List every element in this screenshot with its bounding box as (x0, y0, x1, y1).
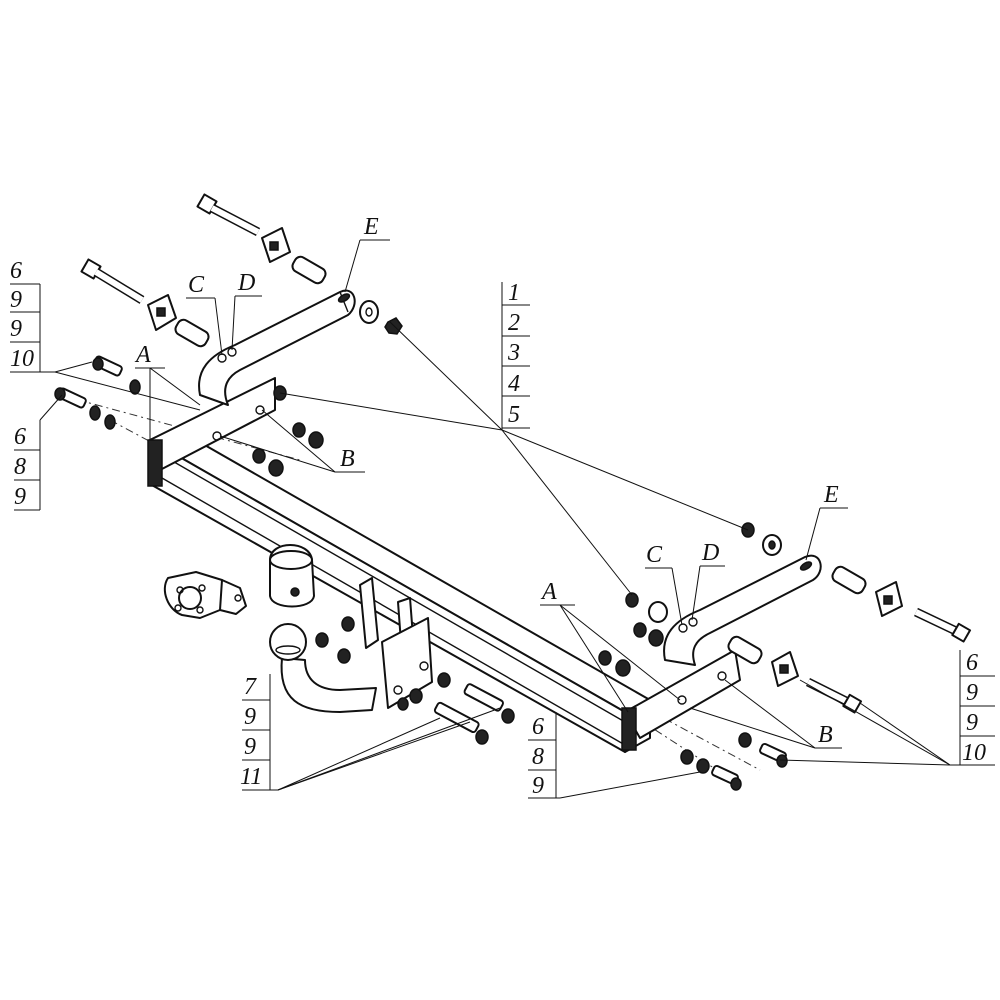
label-a-right: A (540, 579, 557, 605)
label-d-left: D (237, 270, 255, 296)
callout-right: 6 9 9 10 (959, 650, 995, 766)
label-b-right: B (818, 722, 833, 748)
callout-left-top-4: 10 (10, 346, 34, 372)
left-bolt-axis-line (59, 394, 301, 461)
callout-center: 1 2 3 4 5 (501, 280, 530, 430)
callout-bottom-center-3: 9 (532, 773, 544, 799)
ball-cap (269, 544, 315, 608)
label-c-right: C (646, 542, 663, 568)
right-long-bolt-upper (914, 607, 972, 643)
callout-center-3: 3 (507, 340, 520, 366)
callout-center-4: 4 (508, 371, 520, 397)
label-e-left: E (363, 214, 379, 240)
right-square-plate-lower (771, 651, 799, 687)
callout-bottom-center: 6 8 9 (528, 712, 557, 799)
right-small-bolt-bottom (680, 749, 742, 791)
callout-center-5: 5 (508, 402, 520, 428)
label-e-right: E (823, 482, 839, 508)
left-bracket-arm (198, 289, 356, 406)
callout-center-2: 2 (508, 310, 520, 336)
right-small-bolt-b (738, 732, 788, 768)
callout-ball-4: 11 (240, 764, 262, 790)
right-long-bolt-lower (805, 677, 863, 714)
label-d-right: D (701, 540, 719, 566)
right-spacer-tube-lower (727, 635, 763, 665)
letter-labels: A B C D E A B C D E (134, 214, 839, 748)
callout-bottom-center-1: 6 (532, 714, 544, 740)
callout-ball: 7 9 9 11 (240, 674, 278, 791)
left-long-bolt-upper (196, 193, 261, 236)
left-small-bolt-upper (92, 355, 141, 395)
label-c-left: C (188, 272, 205, 298)
left-end-plate (147, 377, 276, 487)
callout-right-2: 9 (966, 680, 978, 706)
tow-ball-neck (269, 623, 377, 713)
left-square-plate-lower (147, 294, 177, 331)
ball-bolt-upper (463, 683, 515, 724)
callout-left-bottom-2: 8 (14, 454, 26, 480)
left-long-bolt-lower (80, 258, 145, 304)
label-b-left: B (340, 446, 355, 472)
right-nuts-c (598, 592, 668, 677)
ball-mount-bracket (359, 577, 433, 709)
right-square-plate-upper (875, 581, 903, 617)
callout-left-bottom-3: 9 (14, 484, 26, 510)
left-square-plate-upper (261, 227, 291, 263)
left-spacer-tube-upper (291, 255, 327, 285)
callout-right-3: 9 (966, 710, 978, 736)
left-nuts-b (252, 385, 324, 477)
callout-left-top: 6 9 9 10 (10, 258, 41, 372)
leader-lines (10, 239, 995, 799)
ball-bolt-lower (433, 701, 489, 745)
right-end-plate (621, 649, 741, 751)
right-washer-nut-top (741, 522, 782, 556)
callout-right-4: 10 (962, 740, 986, 766)
callout-left-top-2: 9 (10, 287, 22, 313)
callout-left-top-3: 9 (10, 316, 22, 342)
callout-ball-2: 9 (244, 704, 256, 730)
callout-center-1: 1 (508, 280, 520, 306)
callout-bottom-center-2: 8 (532, 744, 544, 770)
left-washer-e (359, 300, 379, 324)
callout-left-bottom: 6 8 9 (14, 420, 41, 511)
ball-nuts (315, 616, 451, 711)
callout-ball-3: 9 (244, 734, 256, 760)
label-a-left: A (134, 342, 151, 368)
right-bracket-arm (663, 554, 822, 666)
callout-left-top-1: 6 (10, 258, 22, 284)
left-small-bolt-lower (54, 387, 116, 430)
left-spacer-tube-lower (174, 318, 210, 348)
right-spacer-tube-upper (831, 565, 867, 595)
callout-ball-1: 7 (244, 674, 257, 700)
socket-plate (163, 571, 247, 619)
callout-right-1: 6 (966, 650, 978, 676)
callout-left-bottom-1: 6 (14, 424, 26, 450)
